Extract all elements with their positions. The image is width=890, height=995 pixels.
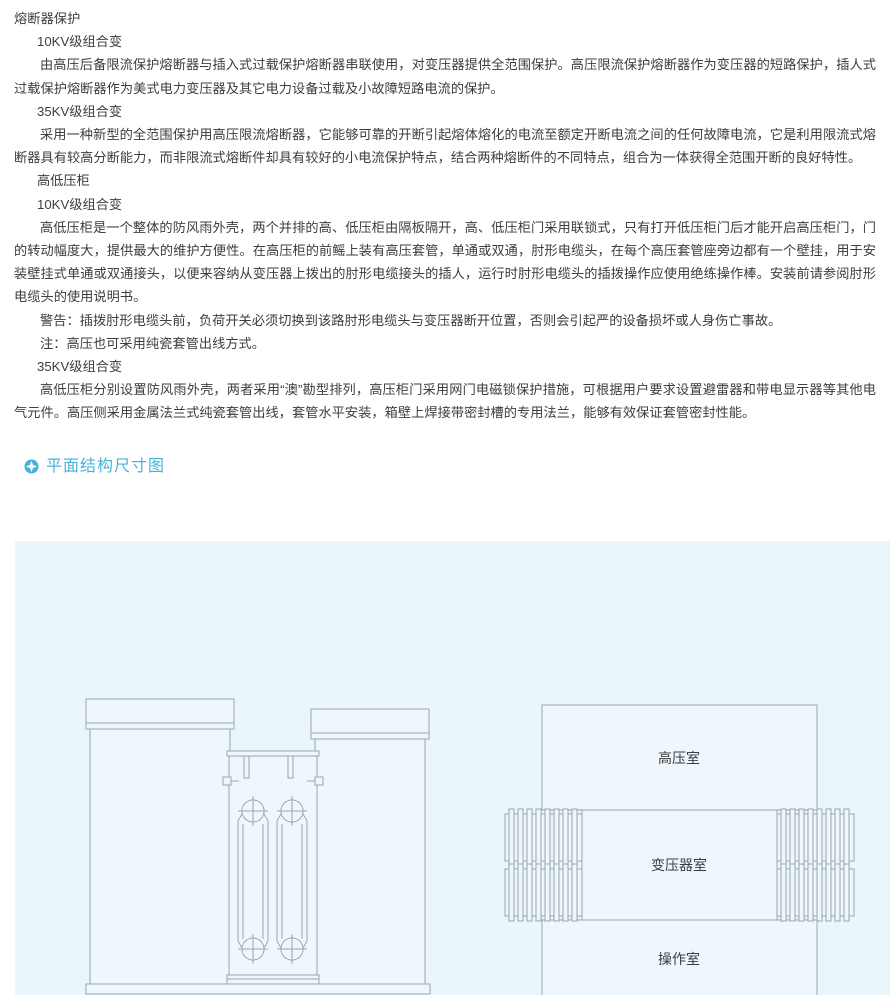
operation-room-label: 操作室 <box>658 951 700 967</box>
left-cabinet-cap-lip <box>85 722 235 730</box>
bushing-bottom-right <box>277 934 307 964</box>
paragraph-warning: 警告：插拨肘形电缆头前，负荷开关必须切换到该路肘形电缆头与变压器断开位置，否则会… <box>40 312 782 328</box>
louver-right <box>776 808 855 922</box>
transformer-room-label: 变压器室 <box>651 857 707 873</box>
hv-room-label: 高压室 <box>658 750 700 766</box>
latch-right <box>314 776 324 786</box>
latch-left <box>222 776 232 786</box>
bushing-bottom-left <box>238 934 268 964</box>
hanging-bar-left <box>243 755 250 779</box>
document-title: 熔断器保护 <box>14 11 81 26</box>
left-cabinet-cap <box>85 698 235 724</box>
louver-left <box>504 808 583 922</box>
base-plinth <box>85 983 431 995</box>
bushing-top-left <box>238 796 268 826</box>
operation-room-box <box>541 919 818 995</box>
paragraph-10kv-cabinet: 高低压柜是一个整体的防风雨外壳，两个并排的高、低压柜由隔板隔开，高、低压柜门采用… <box>14 219 876 305</box>
hv-room-box <box>541 704 818 811</box>
figure-panel: 高压室 变压器室 操作室 <box>15 541 890 995</box>
subhead-35kv-a: 35KV级组合变 <box>37 103 123 119</box>
right-cabinet-body <box>314 738 426 985</box>
bay-bottom-sill-a <box>226 974 320 980</box>
star-circle-icon <box>24 459 39 474</box>
paragraph-35kv-cabinet: 高低压柜分别设置防风雨外壳，两者采用“澳”勘型排列，高压柜门采用网门电磁锁保护措… <box>14 382 876 421</box>
right-cabinet-cap-lip <box>310 732 430 740</box>
bushing-top-right <box>277 796 307 826</box>
bay-top-rail <box>226 750 320 757</box>
section-title: 平面结构尺寸图 <box>46 457 166 475</box>
document-body: 熔断器保护 10KV级组合变 由高压后备限流保护熔断器与插入式过载保护熔断器串联… <box>0 0 890 479</box>
subhead-hv-lv-cabinet: 高低压柜 <box>37 173 90 189</box>
subhead-35kv-b: 35KV级组合变 <box>37 359 123 375</box>
subhead-10kv-b: 10KV级组合变 <box>37 196 123 212</box>
right-cabinet-cap <box>310 708 430 734</box>
section-header: 平面结构尺寸图 <box>24 455 876 479</box>
front-elevation-drawing <box>85 698 431 995</box>
subhead-10kv-a: 10KV级组合变 <box>37 34 123 50</box>
bay-bottom-sill-b <box>226 978 320 985</box>
left-cabinet-body <box>89 728 231 985</box>
paragraph-10kv-fuse: 由高压后备限流保护熔断器与插入式过载保护熔断器串联使用，对变压器提供全范围保护。… <box>14 57 876 96</box>
paragraph-note: 注：高压也可采用纯瓷套管出线方式。 <box>40 335 266 351</box>
hanging-bar-right <box>287 755 294 779</box>
paragraph-35kv-fuse: 采用一种新型的全范围保护用高压限流熔断器，它能够可靠的开断引起熔体熔化的电流至额… <box>14 127 876 166</box>
transformer-room-box <box>581 809 778 921</box>
plan-layout-drawing: 高压室 变压器室 操作室 <box>504 704 855 995</box>
